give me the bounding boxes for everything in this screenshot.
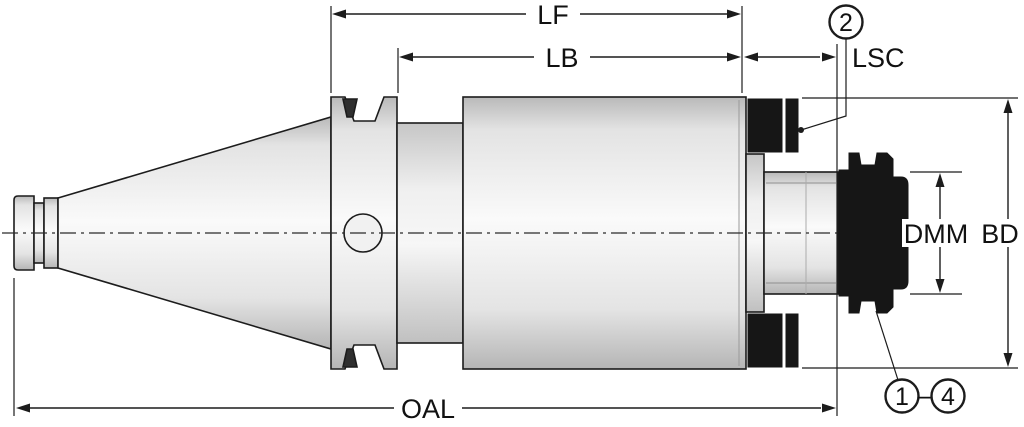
- dim-label-lsc: LSC: [852, 43, 905, 73]
- callout-1-label: 1: [895, 383, 909, 411]
- nut-end-cap: [893, 176, 909, 290]
- clamping-nut-assembly: [838, 152, 909, 314]
- castle-nut-body: [848, 152, 894, 314]
- dim-label-dmm: DMM: [904, 219, 968, 249]
- dimension-arrowheads: [16, 9, 1013, 413]
- callout-4-label: 4: [941, 383, 955, 411]
- callout-2-circle: [828, 4, 864, 40]
- leader-dot-callout-2: [798, 127, 804, 133]
- arrow-bd-top: [1003, 99, 1013, 113]
- callout-1-circle: [884, 378, 920, 414]
- arrow-lsc-right: [822, 52, 836, 62]
- arrow-lf-right: [727, 9, 741, 19]
- nut-washer: [838, 169, 850, 297]
- arrow-lb-right: [727, 52, 741, 62]
- ring-section-top-left: [747, 98, 783, 153]
- arrow-lf-left: [332, 9, 346, 19]
- dim-label-bd: BD: [981, 219, 1019, 249]
- dimension-label-backgrounds: [394, 0, 1024, 421]
- label-bg-oal: [394, 394, 462, 421]
- label-bg-dmm: [902, 219, 970, 247]
- ring-section-bottom-right: [785, 313, 799, 368]
- label-bg-bd: [977, 219, 1024, 247]
- dim-label-lf: LF: [537, 0, 569, 30]
- ring-section-bottom-left: [747, 313, 783, 368]
- drive-key-top: [342, 98, 358, 118]
- arrow-lsc-left: [744, 52, 758, 62]
- arrow-oal-left: [16, 403, 30, 413]
- part-callouts: 2 1 – 4: [828, 4, 966, 414]
- label-bg-lf: [526, 0, 580, 27]
- tool-holder-body-group: [13, 96, 839, 370]
- arrow-lb-left: [399, 52, 413, 62]
- sectioned-ring-part: [747, 98, 799, 368]
- callout-4-circle: [930, 378, 966, 414]
- dimension-labels: LF LB LSC OAL DMM BD: [401, 0, 1019, 424]
- dim-label-oal: OAL: [401, 394, 455, 424]
- drive-key-bottom: [342, 348, 358, 368]
- callout-2-label: 2: [839, 9, 853, 37]
- leader-line-callout-2: [800, 39, 847, 131]
- dim-label-lb: LB: [545, 43, 578, 73]
- label-bg-lb: [534, 43, 590, 70]
- ring-section-top-right: [785, 98, 799, 153]
- arrow-bd-bottom: [1003, 353, 1013, 367]
- callout-range-separator: –: [918, 380, 933, 410]
- arrow-dmm-bottom: [935, 279, 945, 293]
- arrow-dmm-top: [935, 173, 945, 187]
- arrow-oal-right: [822, 403, 836, 413]
- leader-line-callout-1: [875, 310, 899, 381]
